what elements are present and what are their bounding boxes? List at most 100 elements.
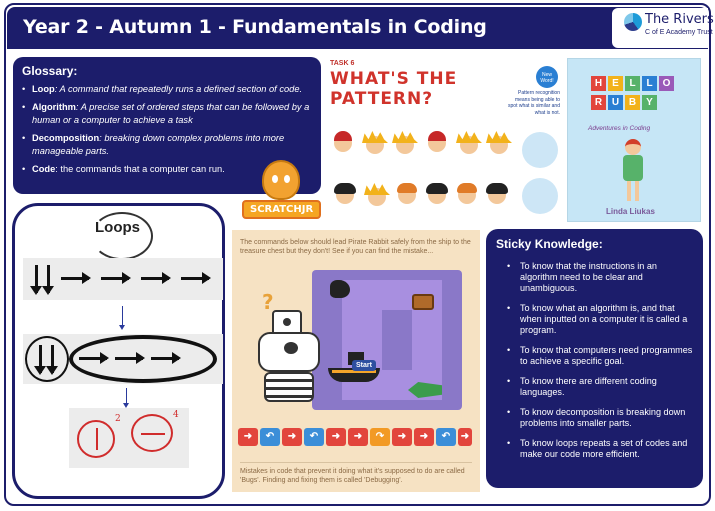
down-arrow-icon (34, 345, 46, 375)
sequence-arrow-row (23, 258, 223, 300)
question-mark: ? (262, 290, 274, 314)
black-hair-face-icon (486, 183, 508, 204)
down-arrow-icon (123, 388, 129, 408)
loop-oval-small (25, 336, 69, 382)
yellow-hair-face-icon (490, 136, 508, 154)
book-letter: E (608, 76, 623, 91)
right-arrow-icon (115, 352, 145, 364)
glossary-definition: : A command that repeatedly runs a defin… (54, 84, 303, 94)
book-subtitle: Adventures in Coding (588, 125, 651, 132)
forward-block-icon: ➜ (326, 428, 346, 446)
treasure-chest-icon (412, 294, 434, 310)
right-arrow-icon (141, 272, 171, 284)
loop-shorthand-box: 2 4 (69, 408, 189, 468)
turn-block-icon: ↶ (304, 428, 324, 446)
logo-subtitle: C of E Academy Trust (645, 29, 713, 36)
yellow-hair-face-icon (396, 136, 414, 154)
pirate-hat (272, 310, 302, 334)
orange-hair-face-icon (457, 183, 477, 204)
sticky-list: To know that the instructions in an algo… (496, 261, 693, 460)
yellow-hair-face-icon (460, 136, 478, 154)
ruby-legs (627, 181, 639, 201)
right-arrow-icon (181, 272, 211, 284)
ruby-body (623, 155, 643, 181)
loops-panel: Loops 2 4 (12, 203, 225, 499)
book-letter: L (642, 76, 657, 91)
down-arrow-icon (42, 265, 54, 295)
pattern-definition: Pattern recognition means being able to … (508, 90, 560, 116)
right-arrow-icon (61, 272, 91, 284)
right-arrow-icon (151, 352, 181, 364)
turn-right-block-icon: ↷ (370, 428, 390, 446)
glossary-list: Loop: A command that repeatedly runs a d… (22, 83, 312, 176)
turn-block-icon: ↶ (260, 428, 280, 446)
pattern-task-panel: TASK 6 WHAT'S THE PATTERN? New Word! Pat… (326, 58, 561, 216)
pirate-rabbit-character (254, 310, 328, 406)
crocodile-icon (408, 382, 442, 398)
code-blocks-row: ➜ ↶ ➜ ↶ ➜ ➜ ↷ ➜ ➜ ↶ ➜ (238, 428, 474, 450)
ruby-head (625, 139, 641, 155)
rock-icon (330, 280, 350, 298)
red-hair-face-icon (334, 131, 352, 152)
ship-stripe (332, 370, 376, 373)
black-hair-face-icon (426, 183, 448, 204)
orange-hair-face-icon (397, 183, 417, 204)
book-letter: U (608, 95, 623, 110)
sticky-item: To know decomposition is breaking down p… (496, 407, 693, 429)
yellow-hair-face-icon (368, 188, 386, 206)
new-word-badge: New Word! (536, 66, 558, 88)
down-loop-circle-icon (77, 420, 115, 458)
sticky-item: To know that the instructions in an algo… (496, 261, 693, 294)
task-label: TASK 6 (330, 60, 355, 67)
pattern-title: WHAT'S THE PATTERN? (330, 69, 458, 109)
book-author: Linda Liukas (606, 207, 655, 216)
glossary-definition: : A precise set of ordered steps that ca… (32, 102, 310, 125)
book-letter: H (591, 76, 606, 91)
glossary-definition: : the commands that a computer can run. (55, 164, 225, 174)
glossary-term: Decomposition (32, 133, 100, 143)
loops-title: Loops (95, 219, 140, 236)
repeat-count: 2 (115, 414, 121, 424)
down-arrow-icon (119, 306, 125, 330)
start-label: Start (352, 360, 376, 371)
book-letter: Y (642, 95, 657, 110)
forward-block-icon: ➜ (282, 428, 302, 446)
answer-circle (522, 132, 558, 168)
forward-block-icon: ➜ (458, 428, 472, 446)
sticky-heading: Sticky Knowledge: (496, 237, 603, 251)
page-frame (4, 3, 711, 506)
book-letter: L (625, 76, 640, 91)
glossary-term: Algorithm (32, 102, 76, 112)
sticky-knowledge-panel: Sticky Knowledge: To know that the instr… (486, 229, 703, 488)
black-hair-face-icon (334, 183, 356, 204)
right-arrow-icon (101, 272, 131, 284)
loop-arrow-row (23, 334, 223, 384)
scratchjr-logo: SCRATCHJR (240, 160, 326, 224)
down-arrow-icon (46, 345, 58, 375)
title-bar: Year 2 - Autumn 1 - Fundamentals in Codi… (7, 7, 708, 49)
game-instructions: The commands below should lead Pirate Ra… (240, 239, 471, 255)
down-arrow-icon (30, 265, 42, 295)
logo-name: The Rivers (645, 12, 714, 27)
glossary-term: Code (32, 164, 56, 174)
loop-oval-large (69, 335, 217, 383)
sticky-item: To know what an algorithm is, and that w… (496, 303, 693, 336)
glossary-item: Decomposition: breaking down complex pro… (22, 132, 312, 158)
red-hair-face-icon (428, 131, 446, 152)
turn-block-icon: ↶ (436, 428, 456, 446)
book-letter: R (591, 95, 606, 110)
striped-body (264, 372, 314, 402)
repeat-count: 4 (173, 410, 179, 420)
glossary-term: Loop (32, 84, 55, 94)
eye-patch (284, 342, 298, 354)
ruby-character (618, 139, 648, 203)
scratch-cat-icon (262, 160, 300, 200)
right-loop-circle-icon (131, 414, 173, 452)
book-letter: B (625, 95, 640, 110)
sticky-item: To know loops repeats a set of codes and… (496, 438, 693, 460)
debugging-game-panel: The commands below should lead Pirate Ra… (232, 230, 480, 492)
sticky-item: To know there are different coding langu… (496, 376, 693, 398)
sticky-item: To know that computers need programmes t… (496, 345, 693, 367)
